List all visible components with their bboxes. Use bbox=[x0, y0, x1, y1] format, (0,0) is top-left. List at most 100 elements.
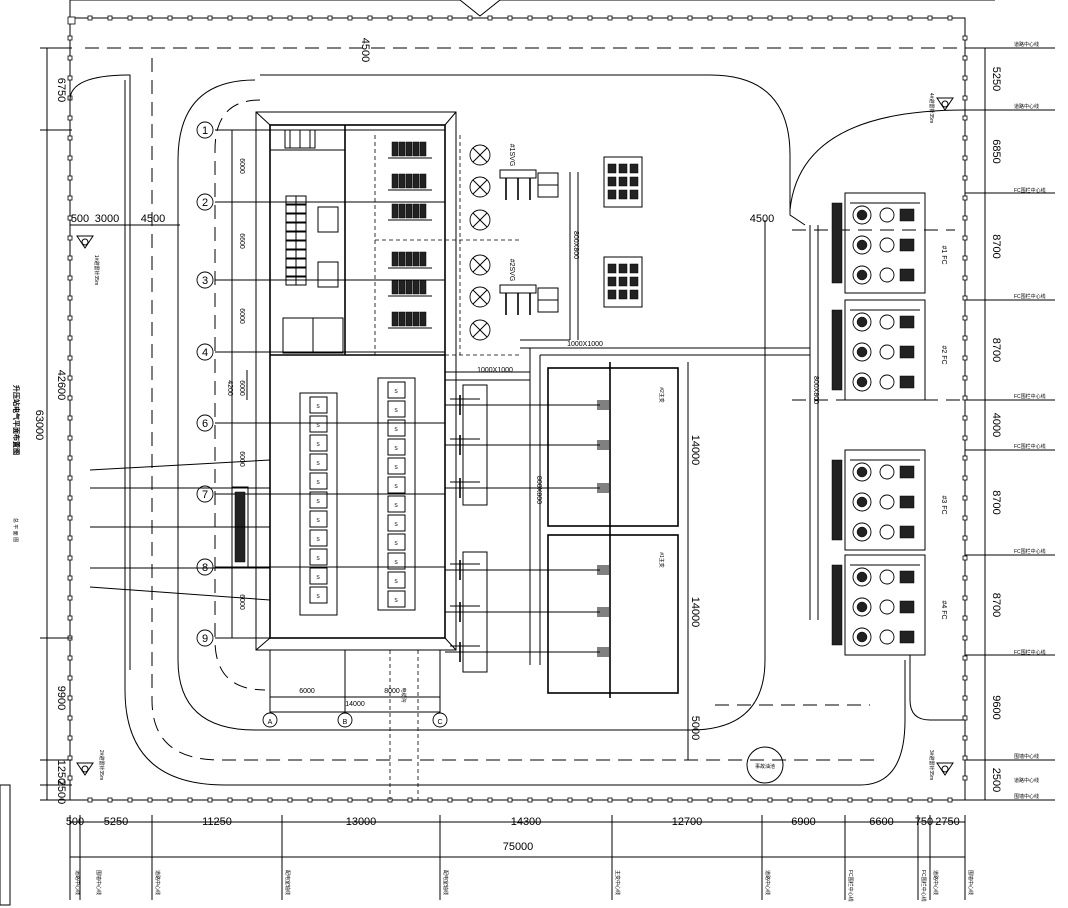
bottom-axis-label: 道路中心线 bbox=[74, 870, 81, 895]
dim-row-1: 6000 bbox=[238, 158, 245, 174]
bottom-axis-label: 主变中心线 bbox=[614, 870, 621, 895]
transformer-dim-1: 14000 bbox=[689, 435, 701, 466]
svg-fan bbox=[469, 319, 491, 341]
fence-post bbox=[227, 797, 233, 803]
left-inner-b: 3000 bbox=[95, 213, 119, 225]
fence-post bbox=[962, 435, 968, 441]
fence-post bbox=[962, 695, 968, 701]
cabinet bbox=[309, 529, 328, 547]
right-axis-label: 围墙中心线 bbox=[1014, 753, 1039, 760]
fence-post bbox=[407, 15, 413, 21]
fence-post bbox=[962, 735, 968, 741]
fence-post bbox=[107, 15, 113, 21]
fence-post bbox=[667, 15, 673, 21]
cabinet bbox=[387, 457, 406, 475]
fence-post bbox=[67, 55, 73, 61]
switchgear-cell bbox=[295, 213, 307, 223]
cabinet bbox=[387, 476, 406, 494]
right-dim-value: 4000 bbox=[990, 413, 1002, 437]
fc-unit-1: #1 FC bbox=[844, 192, 947, 294]
fence-post bbox=[67, 615, 73, 621]
bottom-total-dim: 75000 bbox=[503, 841, 534, 853]
fence-post bbox=[962, 375, 968, 381]
cabinet bbox=[387, 381, 406, 399]
bottom-axis-label: 配电室轴线 bbox=[284, 870, 291, 895]
axis-col-b: B bbox=[337, 712, 353, 728]
fence-post bbox=[627, 797, 633, 803]
left-dim-1: 6750 bbox=[55, 78, 67, 102]
cabinet bbox=[387, 400, 406, 418]
fence-post bbox=[507, 797, 513, 803]
axis-col-c: C bbox=[432, 712, 448, 728]
fence-post bbox=[347, 797, 353, 803]
right-dim-value: 6850 bbox=[990, 139, 1002, 163]
fence-post bbox=[247, 15, 253, 21]
svg-text:4#避雷针35m: 4#避雷针35m bbox=[928, 93, 935, 123]
bottom-axis-label: 围墙中心线 bbox=[967, 870, 974, 895]
right-dim-value: 2500 bbox=[990, 768, 1002, 792]
cabinet bbox=[309, 567, 328, 585]
fence-post bbox=[787, 15, 793, 21]
svg-reactor-stack bbox=[388, 279, 432, 297]
lightning-rod-1: 1#避雷针35m bbox=[76, 235, 100, 285]
fc-unit-2: #2 FC bbox=[844, 299, 947, 401]
axis-col-a: A bbox=[262, 712, 278, 728]
cabinet-label: S bbox=[316, 480, 320, 486]
fence-post bbox=[67, 515, 73, 521]
duct-label-2: 1000X1000 bbox=[567, 341, 603, 348]
fence-post bbox=[527, 15, 533, 21]
fence-post bbox=[962, 135, 968, 141]
fc-bank bbox=[831, 564, 920, 647]
bottom-dim-value: 500 bbox=[66, 816, 84, 828]
fence-post bbox=[962, 595, 968, 601]
fence-post bbox=[547, 15, 553, 21]
cable-trench-label: 电缆沟 bbox=[400, 687, 407, 702]
svg-cabinet-block bbox=[603, 256, 643, 308]
cabinet bbox=[309, 396, 328, 414]
fence-post bbox=[927, 15, 933, 21]
cabinet-label: S bbox=[394, 579, 398, 585]
drawing-title: 升压站电气平面布置图 bbox=[12, 385, 21, 455]
right-axis-label: 道路中心线 bbox=[1014, 41, 1039, 48]
transformer-dim-3: 5000 bbox=[689, 716, 701, 740]
right-dim-value: 8700 bbox=[990, 593, 1002, 617]
fence-post bbox=[947, 797, 953, 803]
fence-post bbox=[962, 215, 968, 221]
fence-post bbox=[962, 575, 968, 581]
bottom-dim-value: 750 bbox=[915, 816, 933, 828]
fence-post bbox=[67, 755, 73, 761]
fence-post bbox=[827, 15, 833, 21]
fence-post bbox=[287, 797, 293, 803]
fence-post bbox=[962, 715, 968, 721]
svg-reactor-stack bbox=[388, 141, 432, 159]
fence-post bbox=[727, 797, 733, 803]
dim-row-3: 6000 bbox=[238, 308, 245, 324]
left-dim-3: 63000 bbox=[33, 410, 45, 441]
fence-post bbox=[647, 797, 653, 803]
bushing bbox=[597, 483, 609, 493]
fence-post bbox=[407, 797, 413, 803]
fence-post bbox=[267, 15, 273, 21]
cabinet-label: S bbox=[394, 408, 398, 414]
fence-post bbox=[67, 455, 73, 461]
svg-fan bbox=[469, 176, 491, 198]
fc-unit-3: #3 FC bbox=[844, 449, 947, 551]
svg-text:2#避雷针35m: 2#避雷针35m bbox=[98, 750, 105, 780]
cabinet-label: S bbox=[316, 518, 320, 524]
right-dimension-chain: 525068508700870040008700870096002500道路中心… bbox=[965, 41, 1055, 801]
switchgear-cell bbox=[295, 258, 307, 268]
ring-road bbox=[69, 47, 966, 786]
right-axis-label: 道路中心线 bbox=[1014, 103, 1039, 110]
fence-post bbox=[707, 797, 713, 803]
fence-post bbox=[247, 797, 253, 803]
fence-post bbox=[707, 15, 713, 21]
main-transformer-2: #2主变 bbox=[547, 362, 679, 530]
svg-fan bbox=[469, 254, 491, 276]
dim-row-5: 4200 bbox=[226, 380, 233, 396]
fence-post bbox=[307, 797, 313, 803]
fence-post bbox=[962, 295, 968, 301]
switchgear-cell bbox=[295, 204, 307, 214]
fence-post bbox=[607, 15, 613, 21]
svg-reactor-stack bbox=[388, 311, 432, 329]
fence-post bbox=[67, 475, 73, 481]
